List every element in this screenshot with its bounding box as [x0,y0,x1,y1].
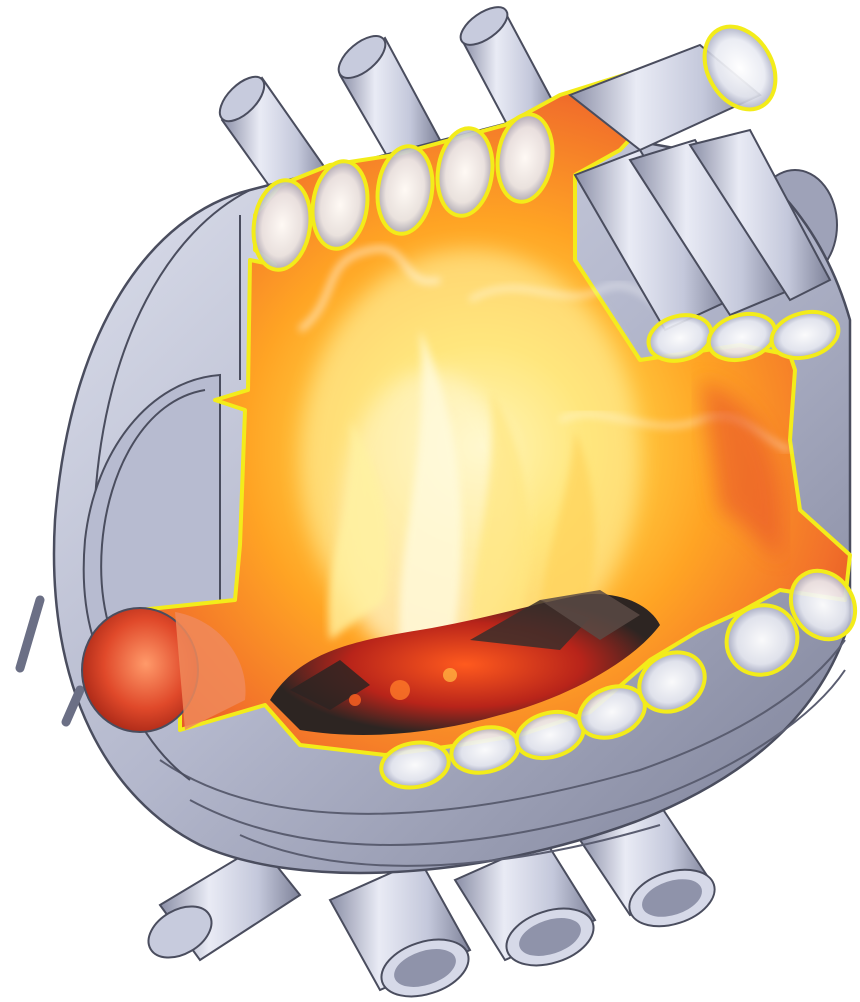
stove-cutaway-drawing [0,0,860,1002]
stove-illustration [0,0,860,1002]
